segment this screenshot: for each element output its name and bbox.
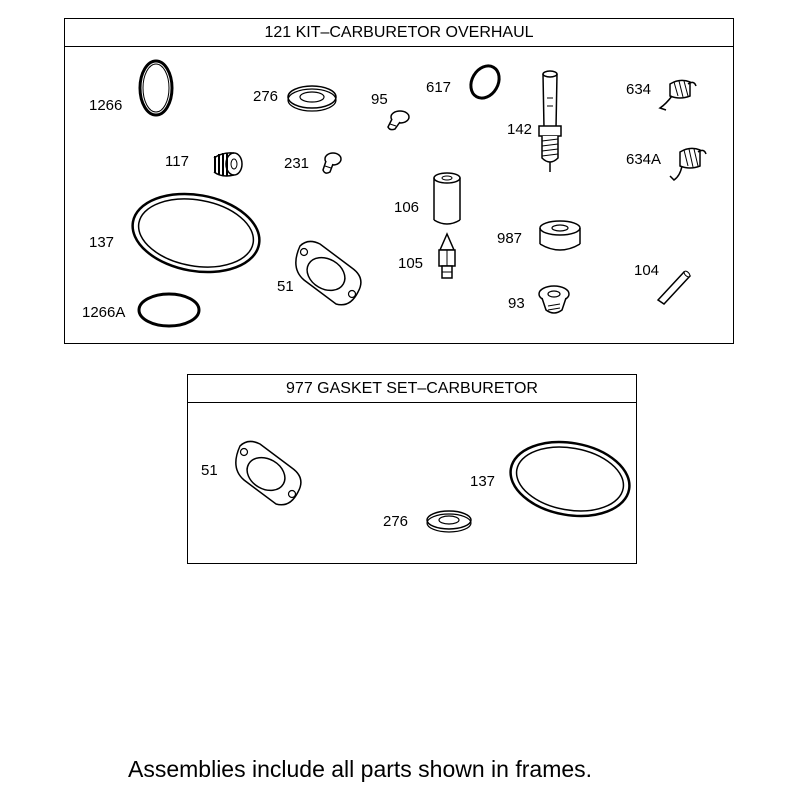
part-634a-spring xyxy=(669,147,707,181)
part-105-needle xyxy=(438,232,456,279)
label-634a: 634A xyxy=(626,151,662,168)
part-1266a-oring xyxy=(137,292,201,328)
label-137: 137 xyxy=(89,234,115,251)
part-93-jet xyxy=(538,285,570,314)
label-231: 231 xyxy=(284,155,310,172)
part-276-washer-set xyxy=(426,510,472,533)
part-142-emulsion-tube xyxy=(538,70,562,172)
label-104: 104 xyxy=(634,262,660,279)
part-51-flange-gasket-set xyxy=(235,440,302,506)
label-987: 987 xyxy=(497,230,523,247)
label-617: 617 xyxy=(426,79,452,96)
label-276-set: 276 xyxy=(383,513,409,530)
label-106: 106 xyxy=(394,199,420,216)
part-95-screw xyxy=(387,110,410,131)
part-137-gasket-ring xyxy=(131,192,261,274)
label-1266: 1266 xyxy=(89,97,123,114)
label-105: 105 xyxy=(398,255,424,272)
label-117: 117 xyxy=(165,153,189,170)
part-987-bushing xyxy=(539,220,581,251)
kit-frame: 121 KIT–CARBURETOR OVERHAUL xyxy=(64,18,734,344)
label-634: 634 xyxy=(626,81,652,98)
kit-frame-title: 121 KIT–CARBURETOR OVERHAUL xyxy=(65,19,733,47)
part-117-spring xyxy=(213,152,243,177)
part-106-cylinder xyxy=(433,172,461,225)
gasket-frame-title: 977 GASKET SET–CARBURETOR xyxy=(188,375,636,403)
label-95: 95 xyxy=(371,91,388,108)
part-231-screw xyxy=(322,152,342,174)
part-51-flange-gasket xyxy=(295,240,362,306)
label-142: 142 xyxy=(507,121,533,138)
part-617-oring xyxy=(469,64,501,100)
label-51-set: 51 xyxy=(201,462,218,479)
footer-note: Assemblies include all parts shown in fr… xyxy=(128,756,593,782)
part-1266-oring xyxy=(138,59,174,117)
part-276-washer xyxy=(287,85,337,112)
label-51: 51 xyxy=(277,278,294,295)
label-93: 93 xyxy=(508,295,525,312)
label-1266a: 1266A xyxy=(82,304,126,321)
part-634-spring xyxy=(658,79,697,111)
part-137-gasket-ring-set xyxy=(509,440,631,518)
label-137-set: 137 xyxy=(470,473,496,490)
part-104-pin xyxy=(656,270,692,305)
label-276: 276 xyxy=(253,88,279,105)
